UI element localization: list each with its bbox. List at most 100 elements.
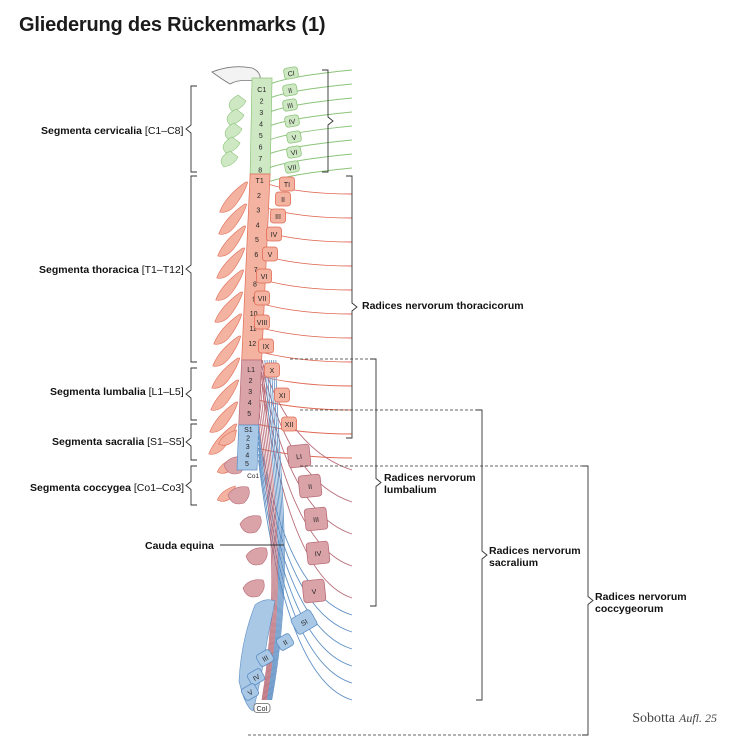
bracket-cervical-roots	[322, 69, 334, 173]
thoracic-vertebra: V	[262, 246, 278, 262]
thoracic-vertebra: TI	[279, 176, 295, 192]
sacral-nerve-root	[258, 447, 353, 667]
vertebra-label: IV	[314, 551, 322, 559]
lumbar-spinous-process	[242, 579, 265, 598]
vertebra-label: V	[291, 135, 297, 143]
label-radices-thoracicorum: Radices nervorum thoracicorum	[362, 300, 524, 312]
cord-segment-label: 2	[249, 378, 253, 385]
sacral-nerve-root	[258, 435, 353, 633]
radices-text: Radices nervorum thoracicorum	[362, 300, 524, 312]
vertebra-label: II	[308, 484, 313, 491]
cord-segment-label: 7	[254, 267, 258, 274]
vertebrae: CIIIIIIIVVVIVIITIIIIIIIVVVIVIIVIIIIXXXIX…	[240, 66, 331, 713]
coccygeal-vertebra: CoI	[253, 703, 271, 713]
cord-segment-label: T1	[256, 178, 264, 185]
cord-sacral-part	[236, 424, 260, 471]
cord-segment-label: 6	[259, 145, 263, 152]
thoracic-vertebra: II	[275, 191, 291, 207]
vertebra-label: III	[275, 214, 281, 221]
thoracic-vertebra: XI	[274, 387, 290, 403]
brackets	[185, 69, 594, 736]
vertebra-body	[284, 114, 300, 128]
vertebra-body	[270, 208, 286, 224]
label-radices-sacralium: Radices nervorum sacralium	[489, 545, 581, 569]
vertebra-label: IV	[271, 232, 278, 239]
cord-segment-label: 7	[258, 156, 262, 163]
cervical-process	[220, 150, 239, 168]
cauda-equina-fibre	[269, 359, 283, 701]
nerve-roots	[251, 69, 353, 701]
label-segmenta-thoracica: Segmenta thoracica [T1–T12]	[39, 264, 184, 276]
cervical-vertebra: VI	[286, 145, 302, 159]
vertebra-body	[279, 176, 295, 192]
label-segmenta-cervicalia: Segmenta cervicalia [C1–C8]	[41, 125, 183, 137]
thoracic-nerve-root	[262, 303, 353, 315]
lumbar-process	[218, 429, 237, 446]
radices-line2: coccygeorum	[595, 603, 664, 615]
sacral-vertebra: IV	[246, 668, 266, 686]
vertebra-label: VI	[290, 149, 298, 157]
lumbar-nerve-root	[261, 359, 353, 471]
cord-segment-label: 12	[248, 341, 256, 348]
thoracic-process	[213, 313, 243, 345]
bracket-thoracic-roots	[346, 175, 358, 439]
cord-segment-label: 5	[245, 461, 249, 468]
bracket-cervical	[185, 85, 197, 173]
segment-name: Segmenta thoracica	[39, 264, 139, 276]
label-cauda-equina: Cauda equina	[145, 540, 214, 552]
segment-name: Segmenta coccygea	[30, 482, 131, 494]
label-segmenta-coccygea: Segmenta coccygea [Co1–Co3]	[30, 482, 184, 494]
vertebra-label: II	[288, 88, 293, 96]
cervical-vertebra: V	[286, 130, 302, 144]
cord-segment-label: 3	[246, 444, 250, 451]
thoracic-process	[216, 247, 246, 279]
cervical-vertebra: VII	[284, 160, 300, 174]
cauda-equina-fibre	[268, 359, 282, 701]
segment-range: [L1–L5]	[148, 386, 184, 398]
cervical-nerve-root	[268, 153, 353, 169]
thoracic-vertebra: IV	[266, 226, 282, 242]
cervical-nerve-root	[269, 83, 353, 99]
vertebra-label: VIII	[257, 320, 268, 327]
cervical-nerve-root	[270, 69, 353, 85]
cord-segment-label: Co1	[247, 473, 259, 480]
thoracic-process	[215, 269, 245, 301]
radices-line2: sacralium	[489, 557, 539, 569]
cord-segment-label: 4	[245, 453, 249, 460]
cord-segment-label: 3	[259, 110, 263, 117]
bracket-coccygeal	[185, 465, 197, 506]
vertebra-label: V	[268, 252, 273, 259]
credit-brand: Sobotta	[632, 711, 675, 726]
vertebra-label: SI	[300, 619, 309, 628]
lumbar-vertebra: IV	[305, 540, 331, 566]
cord-segment-label: 3	[248, 389, 252, 396]
sacral-nerve-root	[258, 453, 353, 684]
cord-segment-label: L1	[247, 367, 255, 374]
cauda-equina-fibre	[266, 359, 281, 701]
cord-segment-label: 2	[260, 99, 264, 106]
cord-segment-label: 10	[250, 311, 258, 318]
cervical-nerve-root	[269, 111, 353, 127]
vertebra-body	[286, 130, 302, 144]
vertebra-body	[303, 506, 329, 532]
cervical-vertebra: III	[282, 98, 298, 112]
cauda-equina-fibre	[260, 359, 277, 701]
cord-segment-label: 5	[259, 133, 263, 140]
bracket-thoracic	[185, 175, 197, 363]
vertebra-label: VI	[261, 274, 268, 281]
cord-segment-label: C1	[257, 87, 266, 94]
thoracic-nerve-root	[267, 183, 353, 195]
vertebra-label: IV	[252, 673, 262, 683]
vertebra-body	[283, 66, 299, 80]
cervical-vertebra: IV	[284, 114, 300, 128]
sacral-nerve-root	[258, 459, 353, 701]
cauda-equina-fibre	[264, 359, 279, 701]
lumbar-nerve-root	[261, 383, 353, 599]
vertebra-label: IX	[263, 344, 270, 351]
vertebra-body	[255, 649, 275, 667]
vertebra-body	[256, 268, 272, 284]
radices-line1: Radices nervorum	[595, 591, 687, 603]
lumbar-spinous-process	[239, 515, 262, 534]
lumbar-spinous-process	[227, 486, 250, 505]
